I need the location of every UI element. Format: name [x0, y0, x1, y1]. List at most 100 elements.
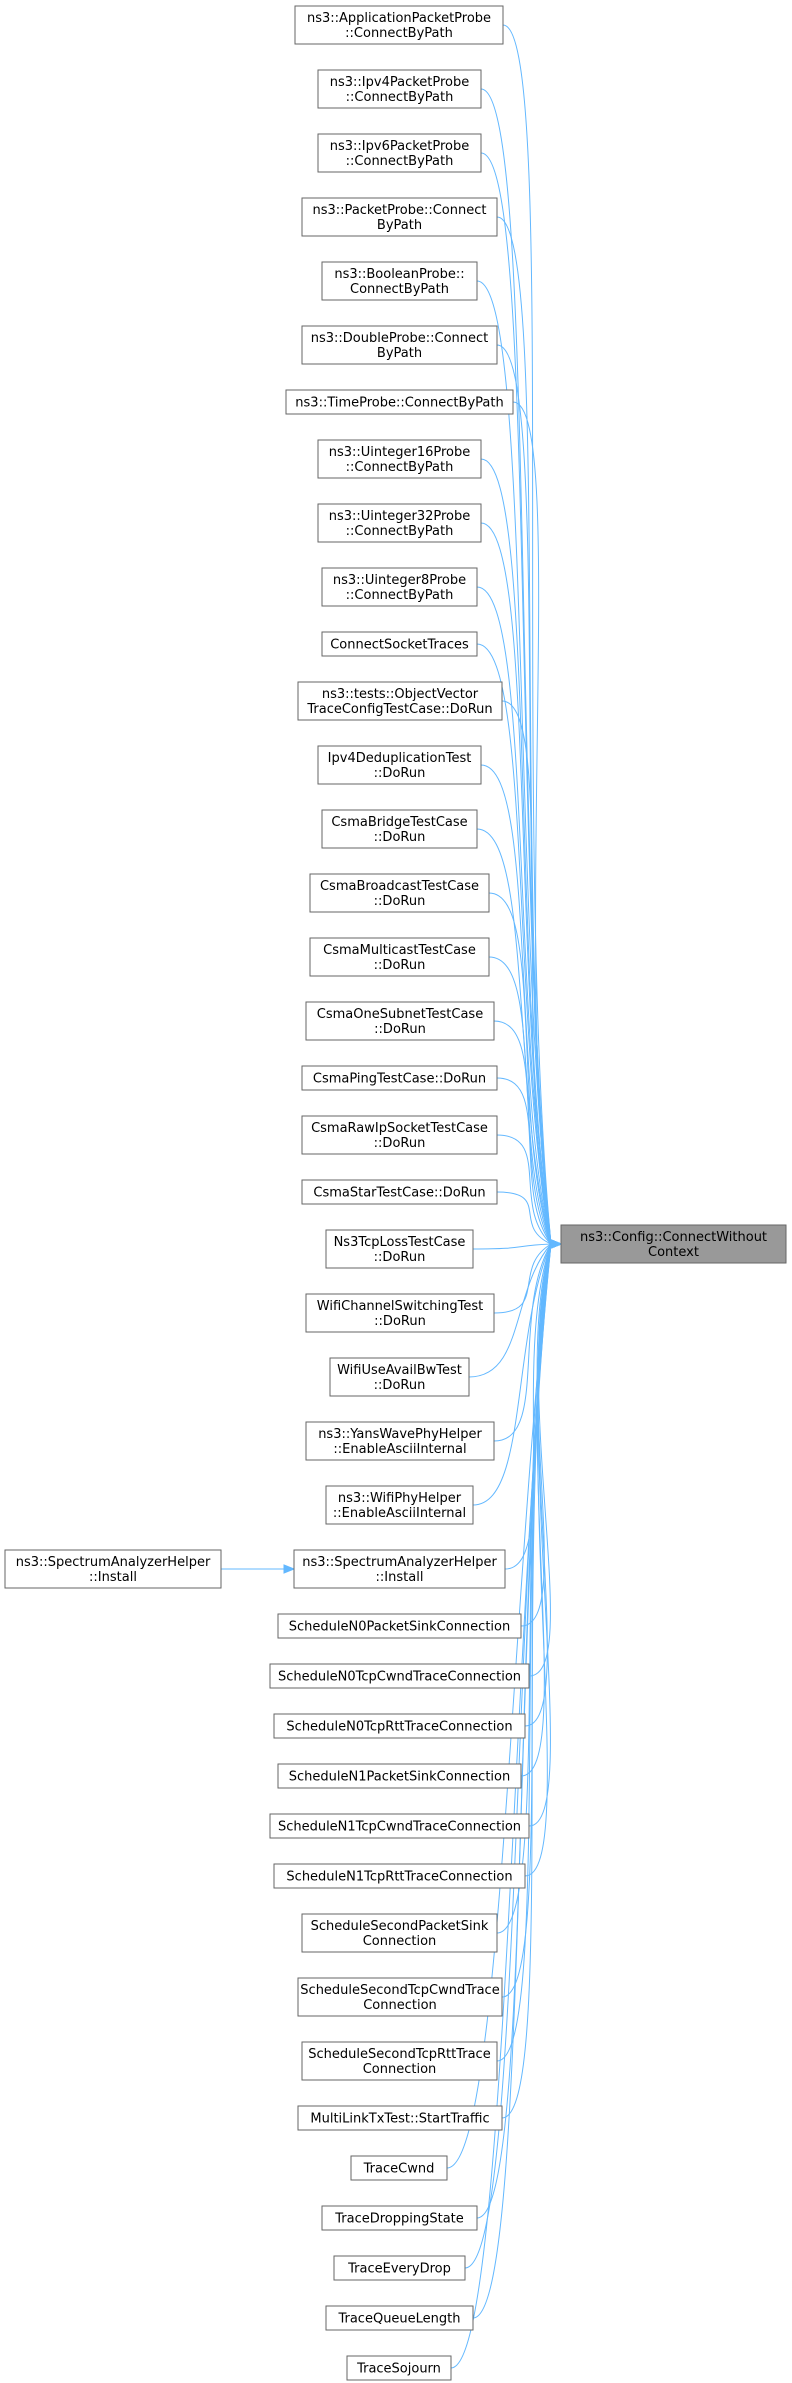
node-label-line: ByPath: [377, 218, 422, 233]
node-box: [301, 1913, 498, 1953]
call-edge: [472, 1243, 552, 1250]
node-label-line: ScheduleSecondTcpCwndTrace: [300, 1983, 499, 1998]
node-label-line: Ipv4DeduplicationTest: [328, 751, 472, 766]
node-label-line: ConnectSocketTraces: [330, 638, 469, 653]
caller-node-csmabroadcasttestcase-dorun[interactable]: CsmaBroadcastTestCase::DoRun: [309, 873, 490, 913]
caller-node-ns3-tests-objectvectortraceconfigtestcase-dorun[interactable]: ns3::tests::ObjectVectorTraceConfigTestC…: [297, 681, 503, 721]
caller-node-wifichannelswitchingtest-dorun[interactable]: WifiChannelSwitchingTest::DoRun: [305, 1293, 495, 1333]
caller-node-ns3-yanswavephyhelper-enableasciiinternal[interactable]: ns3::YansWavePhyHelper::EnableAsciiInter…: [305, 1421, 495, 1461]
caller-node-tracedroppingstate[interactable]: TraceDroppingState: [321, 2205, 478, 2231]
node-label-line: ::ConnectByPath: [346, 588, 454, 603]
node-label-line: ::Install: [89, 1570, 137, 1585]
caller-node-ns3-doubleprobe-connectbypath[interactable]: ns3::DoubleProbe::ConnectByPath: [301, 325, 498, 365]
caller-node-ns3-applicationpacketprobe-connectbypath[interactable]: ns3::ApplicationPacketProbe::ConnectByPa…: [294, 5, 504, 45]
caller-node-schedulen1packetsinkconnection[interactable]: ScheduleN1PacketSinkConnection: [277, 1763, 522, 1789]
caller-node-schedulen0tcprtttraceconnection[interactable]: ScheduleN0TcpRttTraceConnection: [273, 1713, 526, 1739]
node-label-line: ::DoRun: [374, 766, 426, 781]
caller-node-schedulen1tcprtttraceconnection[interactable]: ScheduleN1TcpRttTraceConnection: [273, 1863, 526, 1889]
node-label-line: ::Install: [376, 1570, 424, 1585]
node-label-line: ::DoRun: [374, 830, 426, 845]
node-label-line: Connection: [363, 1934, 437, 1949]
caller-node-ns3-timeprobe-connectbypath[interactable]: ns3::TimeProbe::ConnectByPath: [285, 389, 514, 415]
edge-arrowhead: [550, 1239, 563, 1249]
node-label-line: ::DoRun: [374, 1314, 426, 1329]
caller-node-csmastartestcase-dorun[interactable]: CsmaStarTestCase::DoRun: [301, 1179, 498, 1205]
caller-node-ns3-ipv6packetprobe-connectbypath[interactable]: ns3::Ipv6PacketProbe::ConnectByPath: [317, 133, 482, 173]
caller-node-multilinktxtest-starttraffic[interactable]: MultiLinkTxTest::StartTraffic: [297, 2105, 503, 2131]
edge-layer: [221, 24, 563, 2369]
caller-node-csmamulticasttestcase-dorun[interactable]: CsmaMulticastTestCase::DoRun: [309, 937, 490, 977]
node-label-line: ::ConnectByPath: [346, 524, 454, 539]
caller-node-tracequeuelength[interactable]: TraceQueueLength: [325, 2305, 474, 2331]
node-box: [325, 2305, 474, 2331]
node-box: [277, 1763, 522, 1789]
caller-node-ns3-booleanprobe-connectbypath[interactable]: ns3::BooleanProbe::ConnectByPath: [321, 261, 478, 301]
call-edge: [512, 401, 552, 1245]
caller-node-wifiuseavailbwtest-dorun[interactable]: WifiUseAvailBwTest::DoRun: [329, 1357, 470, 1397]
node-box: [305, 1421, 495, 1461]
caller-node-ns3tcplosstestcase-dorun[interactable]: Ns3TcpLossTestCase::DoRun: [325, 1229, 474, 1269]
node-label-line: ScheduleSecondTcpRttTrace: [308, 2047, 490, 2062]
node-box: [305, 1001, 495, 1041]
caller-node-schedulen0packetsinkconnection[interactable]: ScheduleN0PacketSinkConnection: [277, 1613, 522, 1639]
node-label-line: ::ConnectByPath: [346, 154, 454, 169]
node-label-line: ns3::WifiPhyHelper: [338, 1491, 462, 1506]
node-label-line: CsmaPingTestCase::DoRun: [313, 1072, 486, 1087]
caller-node-csmaonesubnettestcase-dorun[interactable]: CsmaOneSubnetTestCase::DoRun: [305, 1001, 495, 1041]
node-label-line: ns3::ApplicationPacketProbe: [307, 11, 491, 26]
caller-node-schedulen0tcpcwndtraceconnection[interactable]: ScheduleN0TcpCwndTraceConnection: [269, 1663, 530, 1689]
call-edge: [493, 1020, 552, 1245]
node-label-line: ::DoRun: [374, 1378, 426, 1393]
node-box: [301, 197, 498, 237]
node-label-line: ScheduleN0TcpRttTraceConnection: [286, 1720, 512, 1735]
caller-node-ns3-uinteger8probe-connectbypath[interactable]: ns3::Uinteger8Probe::ConnectByPath: [321, 567, 478, 607]
caller-node-schedulen1tcpcwndtraceconnection[interactable]: ScheduleN1TcpCwndTraceConnection: [269, 1813, 530, 1839]
caller-node-connectsockettraces[interactable]: ConnectSocketTraces: [321, 631, 478, 657]
node-box: [317, 503, 482, 543]
node-box: [317, 133, 482, 173]
caller-node-ns3-uinteger32probe-connectbypath[interactable]: ns3::Uinteger32Probe::ConnectByPath: [317, 503, 482, 543]
caller-node-tracesojourn[interactable]: TraceSojourn: [346, 2355, 452, 2381]
caller-node-csmapingtestcase-dorun[interactable]: CsmaPingTestCase::DoRun: [301, 1065, 498, 1091]
call-edge: [496, 1077, 552, 1245]
node-label-line: ScheduleN1TcpRttTraceConnection: [286, 1870, 512, 1885]
node-label-line: ns3::PacketProbe::Connect: [313, 203, 487, 218]
caller-node-ns3-packetprobe-connectbypath[interactable]: ns3::PacketProbe::ConnectByPath: [301, 197, 498, 237]
node-label-line: ns3::Config::ConnectWithout: [580, 1230, 767, 1245]
node-label-line: ::DoRun: [374, 1250, 426, 1265]
caller-node-ipv4deduplicationtest-dorun[interactable]: Ipv4DeduplicationTest::DoRun: [317, 745, 482, 785]
node-label-line: CsmaBroadcastTestCase: [320, 879, 479, 894]
node-label-line: ScheduleN1PacketSinkConnection: [289, 1770, 510, 1785]
call-edge: [488, 892, 552, 1245]
node-label-line: ::EnableAsciiInternal: [333, 1442, 466, 1457]
caller-node-csmarawipsockettestcase-dorun[interactable]: CsmaRawIpSocketTestCase::DoRun: [301, 1115, 498, 1155]
caller-node-ns3-wifiphyhelper-enableasciiinternal[interactable]: ns3::WifiPhyHelper::EnableAsciiInternal: [325, 1485, 474, 1525]
caller-node-traceeverydrop[interactable]: TraceEveryDrop: [333, 2255, 466, 2281]
node-box: [346, 2355, 452, 2381]
node-box: [321, 631, 478, 657]
call-edge: [472, 1243, 552, 1506]
caller-node-ns3-spectrumanalyzerhelper-install[interactable]: ns3::SpectrumAnalyzerHelper::Install: [4, 1549, 222, 1589]
node-label-line: ScheduleN0TcpCwndTraceConnection: [278, 1670, 521, 1685]
node-box: [329, 1357, 470, 1397]
node-box: [321, 809, 478, 849]
node-box: [301, 1179, 498, 1205]
node-label-line: ns3::BooleanProbe::: [334, 267, 464, 282]
node-label-line: ::ConnectByPath: [346, 460, 454, 475]
caller-node-tracecwnd[interactable]: TraceCwnd: [350, 2155, 448, 2181]
node-label-line: WifiUseAvailBwTest: [337, 1363, 462, 1378]
caller-node-ns3-ipv4packetprobe-connectbypath[interactable]: ns3::Ipv4PacketProbe::ConnectByPath: [317, 69, 482, 109]
node-label-line: ns3::Uinteger8Probe: [333, 573, 466, 588]
call-edge: [496, 1191, 552, 1245]
node-label-line: CsmaBridgeTestCase: [331, 815, 467, 830]
caller-node-ns3-uinteger16probe-connectbypath[interactable]: ns3::Uinteger16Probe::ConnectByPath: [317, 439, 482, 479]
node-box: [301, 1065, 498, 1091]
node-label-line: ns3::YansWavePhyHelper: [318, 1427, 482, 1442]
caller-node-csmabridgetestcase-dorun[interactable]: CsmaBridgeTestCase::DoRun: [321, 809, 478, 849]
caller-node-ns3-spectrumanalyzerhelper-install[interactable]: ns3::SpectrumAnalyzerHelper::Install: [293, 1549, 506, 1589]
node-label-line: Connection: [363, 1998, 437, 2013]
